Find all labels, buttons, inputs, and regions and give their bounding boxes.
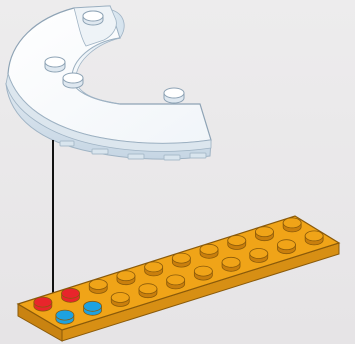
orange-stud <box>111 293 129 307</box>
blue-stud-marker <box>56 310 74 324</box>
orange-stud-top <box>250 249 268 259</box>
orange-stud <box>200 244 218 258</box>
white-stud <box>164 88 184 103</box>
blue-stud-marker-top <box>56 310 74 320</box>
orange-stud-top <box>139 284 157 294</box>
orange-stud-top <box>117 271 135 281</box>
orange-stud-top <box>89 280 107 290</box>
orange-stud <box>283 218 301 232</box>
red-stud-marker <box>34 297 52 311</box>
orange-stud <box>222 257 240 271</box>
orange-stud <box>255 227 273 241</box>
orange-stud-top <box>194 266 212 276</box>
orange-stud-top <box>255 227 273 237</box>
orange-stud <box>228 236 246 250</box>
orange-stud <box>167 275 185 289</box>
orange-stud <box>250 249 268 263</box>
orange-stud-top <box>305 231 323 241</box>
red-stud-marker-top <box>62 288 80 298</box>
orange-stud <box>194 266 212 280</box>
red-stud-marker <box>62 288 80 302</box>
orange-stud <box>89 280 107 294</box>
orange-stud-top <box>111 293 129 303</box>
orange-stud <box>145 262 163 276</box>
white-stud <box>63 73 83 88</box>
white-stud <box>83 11 103 25</box>
orange-stud <box>172 253 190 267</box>
orange-stud-top <box>167 275 185 285</box>
orange-stud <box>117 271 135 285</box>
orange-stud-top <box>222 257 240 267</box>
orange-stud <box>139 284 157 298</box>
orange-stud-top <box>145 262 163 272</box>
orange-stud-top <box>172 253 190 263</box>
red-stud-marker-top <box>34 297 52 307</box>
orange-stud <box>277 240 295 254</box>
orange-stud-top <box>283 218 301 228</box>
white-stud <box>45 57 65 72</box>
blue-stud-marker-top <box>84 301 102 311</box>
orange-stud <box>305 231 323 245</box>
orange-stud-top <box>200 244 218 254</box>
orange-stud-top <box>228 236 246 246</box>
blue-stud-marker <box>84 301 102 315</box>
orange-stud-top <box>277 240 295 250</box>
